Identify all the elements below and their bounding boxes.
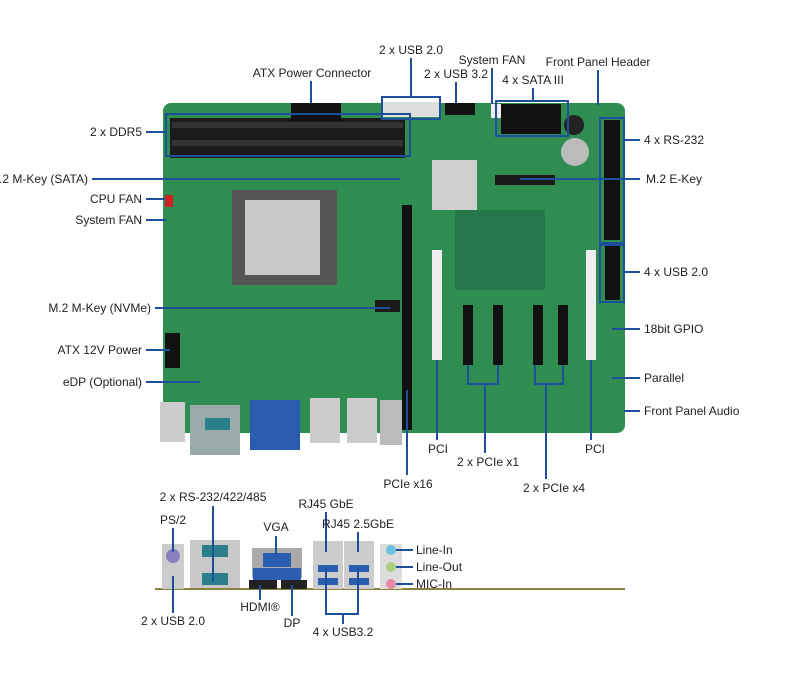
pcie-x16-slot (402, 205, 412, 430)
sata-ports (501, 104, 561, 134)
label-usb32-rear: 4 x USB3.2 (312, 625, 374, 639)
label-cpu-fan: CPU FAN (89, 192, 142, 206)
label-com-ports: 2 x RS-232/422/485 (159, 490, 267, 504)
label-front-audio: Front Panel Audio (644, 404, 740, 418)
label-mic-in: MIC-In (416, 577, 452, 591)
label-pci-right: PCI (584, 442, 606, 456)
label-edp: eDP (Optional) (62, 375, 142, 389)
label-usb20-rear: 2 x USB 2.0 (140, 614, 206, 628)
heatsink (432, 160, 477, 210)
label-ddr5: 2 x DDR5 (89, 125, 142, 139)
label-system-fan-left: System FAN (75, 213, 142, 227)
label-usb20-header: 2 x USB 2.0 (378, 43, 444, 57)
label-front-panel-header: Front Panel Header (545, 55, 651, 69)
label-pcie-x4: 2 x PCIe x4 (522, 481, 586, 495)
label-atx-power: ATX Power Connector (252, 66, 372, 80)
label-m2-sata: M.2 M-Key (SATA) (0, 172, 88, 186)
atx-power-connector (291, 103, 341, 121)
label-atx12v: ATX 12V Power (57, 343, 142, 357)
label-parallel: Parallel (644, 371, 685, 385)
pci-slot-right (586, 250, 596, 360)
label-m2-ekey: M.2 E-Key (646, 172, 703, 186)
label-line-out: Line-Out (416, 560, 463, 574)
label-rj45-gbe: RJ45 GbE (298, 497, 354, 511)
label-line-in: Line-In (416, 543, 453, 557)
label-usb20-right: 4 x USB 2.0 (644, 265, 709, 279)
label-hdmi: HDMI® (240, 600, 280, 614)
label-vga: VGA (263, 520, 289, 534)
label-pci-left: PCI (427, 442, 449, 456)
label-dp: DP (283, 616, 301, 630)
label-rs232: 4 x RS-232 (644, 133, 705, 147)
label-usb32-header: 2 x USB 3.2 (423, 67, 489, 81)
label-pcie-x16: PCIe x16 (383, 477, 433, 491)
label-system-fan-top: System FAN (458, 53, 526, 67)
label-m2-nvme: M.2 M-Key (NVMe) (48, 301, 151, 315)
motherboard (160, 102, 625, 455)
rear-io-panel (155, 540, 625, 590)
label-sata: 4 x SATA III (502, 73, 564, 87)
label-ps2: PS/2 (159, 513, 187, 527)
label-pcie-x1: 2 x PCIe x1 (456, 455, 520, 469)
label-gpio: 18bit GPIO (644, 322, 704, 336)
pci-slot-left (432, 250, 442, 360)
callout-lines (92, 58, 640, 624)
label-rj45-25gbe: RJ45 2.5GbE (321, 517, 395, 531)
